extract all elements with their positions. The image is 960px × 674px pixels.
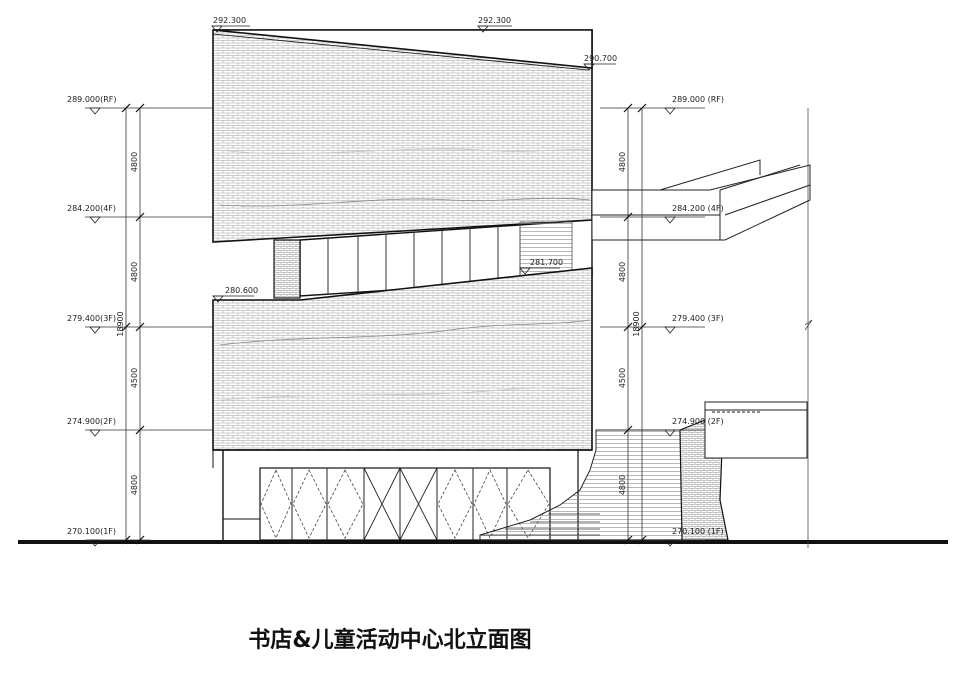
drawing-title: 书店&儿童活动中心北立面图 bbox=[248, 628, 532, 653]
right-dim-4800-top: 4800 bbox=[618, 152, 627, 172]
left-dim-4800-mid: 4800 bbox=[130, 262, 139, 282]
core-column bbox=[273, 239, 301, 299]
right-dim-total: 18900 bbox=[632, 311, 641, 336]
upper-block bbox=[212, 29, 593, 243]
left-dim-total: 18900 bbox=[116, 311, 125, 336]
lower-block-level-label: 280.600 bbox=[225, 286, 258, 295]
roof-parapet bbox=[212, 29, 593, 69]
window-band-level-label: 281.700 bbox=[530, 258, 563, 267]
left-dim-4800-top: 4800 bbox=[130, 152, 139, 172]
left-dim-4500: 4500 bbox=[130, 368, 139, 388]
right-level-4f: 284.200 (4F) bbox=[672, 204, 724, 213]
right-dim-4500: 4500 bbox=[618, 368, 627, 388]
roof-level-right-label: 290.700 bbox=[584, 54, 617, 63]
roof-level-left-label: 292.300 bbox=[213, 16, 246, 25]
left-dim-4800-bottom: 4800 bbox=[130, 475, 139, 495]
left-level-rf: 289.000(RF) bbox=[67, 95, 116, 104]
level-markers bbox=[89, 25, 676, 547]
left-level-1f: 270.100(1F) bbox=[67, 527, 116, 536]
left-level-2f: 274.900(2F) bbox=[67, 417, 116, 426]
lower-bridge bbox=[704, 401, 808, 459]
right-level-rf: 289.000 (RF) bbox=[672, 95, 724, 104]
right-level-2f: 274.900 (2F) bbox=[672, 417, 724, 426]
right-level-3f: 279.400 (3F) bbox=[672, 314, 724, 323]
left-level-3f: 279.400(3F) bbox=[67, 314, 116, 323]
right-dimension-chain bbox=[600, 103, 813, 548]
right-dim-4800-bottom: 4800 bbox=[618, 475, 627, 495]
connecting-ramp bbox=[591, 159, 811, 241]
left-level-4f: 284.200(4F) bbox=[67, 204, 116, 213]
right-level-1f: 270.100 (1F) bbox=[672, 527, 724, 536]
roof-level-mid-label: 292.300 bbox=[478, 16, 511, 25]
right-dim-4800-mid: 4800 bbox=[618, 262, 627, 282]
left-dimension-chain bbox=[85, 103, 213, 545]
lower-block bbox=[212, 267, 593, 451]
ground-line bbox=[18, 540, 948, 544]
